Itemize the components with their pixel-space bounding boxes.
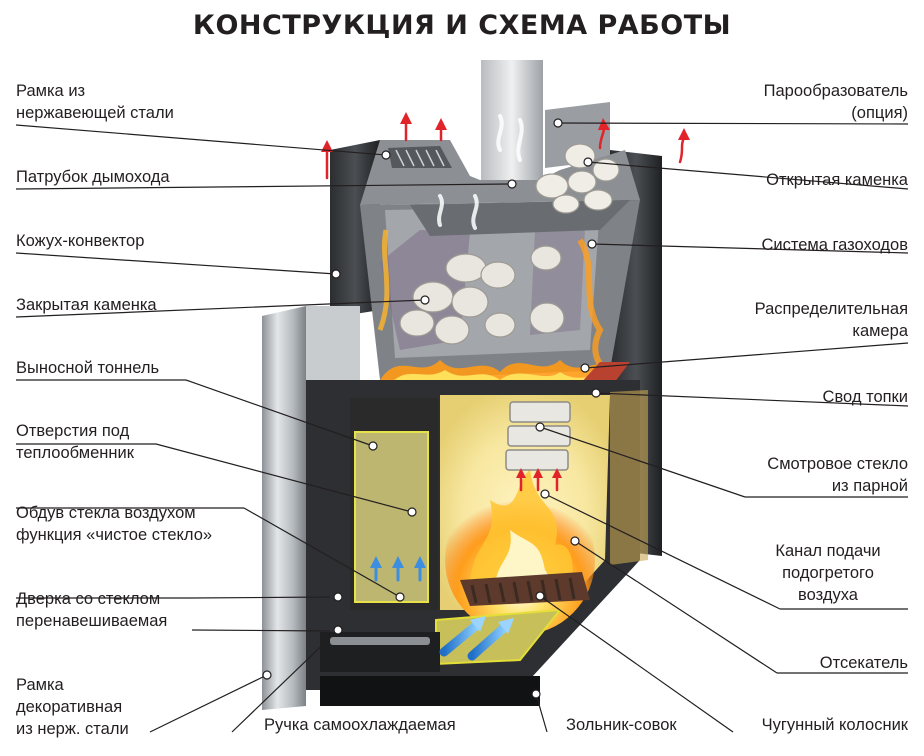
label-ash-pan: Зольник-совок — [566, 716, 677, 734]
leader-dots — [262, 118, 601, 699]
label-steam-generator: Парообразователь (опция) — [763, 82, 908, 122]
label-heat-exchanger-holes: Отверстия под теплообменник — [16, 422, 134, 462]
label-glass-airflow: Обдув стекла воздухом функция «чистое ст… — [16, 504, 213, 544]
label-heated-air-channel: Канал подачи подогретого воздуха — [775, 542, 881, 604]
label-closed-heater: Закрытая каменка — [16, 296, 157, 314]
label-reversible-door: Дверка со стеклом перенавешиваемая — [16, 590, 168, 630]
label-open-heater: Открытая каменка — [766, 171, 908, 189]
label-chimney-pipe: Патрубок дымохода — [16, 168, 170, 186]
label-frame-stainless: Рамка из нержавеющей стали — [16, 82, 174, 122]
label-cast-iron-grate: Чугунный колосник — [761, 716, 908, 734]
label-convector-casing: Кожух-конвектор — [16, 232, 145, 250]
chimney-pipe-shape — [481, 60, 543, 188]
label-remote-tunnel: Выносной тоннель — [16, 359, 160, 377]
label-cutoff: Отсекатель — [819, 654, 908, 672]
label-distribution-chamber: Распределительная камера — [754, 300, 908, 340]
ash-pan-shape — [320, 676, 540, 706]
label-decorative-frame: Рамка декоративная из нерж. стали — [16, 676, 129, 738]
label-steam-room-glass: Смотровое стекло из парной — [767, 455, 908, 495]
label-firebox-vault: Свод топки — [822, 388, 908, 406]
label-flue-system: Система газоходов — [761, 236, 908, 254]
leader-lines — [15, 122, 909, 733]
closed-heater-stones — [399, 245, 565, 345]
handle-shape — [330, 637, 430, 645]
decorative-frame-shape — [262, 306, 306, 710]
diagram-title: КОНСТРУКЦИЯ И СХЕМА РАБОТЫ — [192, 10, 732, 41]
label-self-cooling-handle: Ручка самоохлаждаемая — [264, 716, 456, 734]
